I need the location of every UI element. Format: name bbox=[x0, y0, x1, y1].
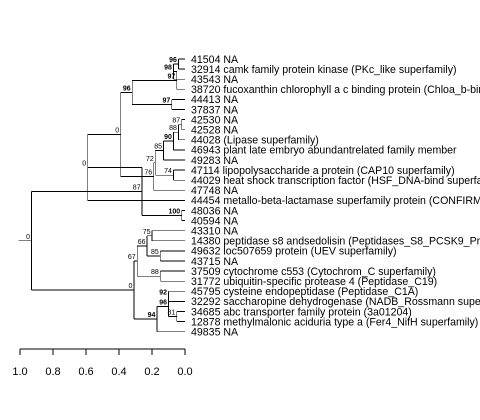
bootstrap-value: 100 bbox=[169, 209, 181, 216]
bootstrap-value: 85 bbox=[151, 249, 159, 256]
bootstrap-value: 96 bbox=[123, 85, 131, 92]
leaf-label: 48036 NA bbox=[191, 205, 239, 217]
axis-tick-label: 0.8 bbox=[45, 366, 60, 378]
bootstrap-value: 88 bbox=[151, 269, 159, 276]
bootstrap-value: 66 bbox=[138, 239, 146, 246]
distance-axis: 1.0 0.8 0.6 0.4 0.2 0.0 bbox=[12, 348, 193, 378]
leaf-label: 44028 (Lipase superfamily) bbox=[191, 135, 319, 147]
bootstrap-value: 0 bbox=[26, 234, 30, 241]
bootstrap-value: 0 bbox=[82, 160, 86, 167]
leaf-label: 44454 metallo-beta-lactamase superfamily… bbox=[191, 195, 480, 207]
leaf-label: 49632 loc507659 protein (UEV superfamily… bbox=[191, 246, 397, 258]
bootstrap-value: 96 bbox=[169, 57, 177, 64]
bootstrap-value: 96 bbox=[159, 299, 167, 306]
leaf-label: 43310 NA bbox=[191, 226, 239, 238]
bootstrap-value: 75 bbox=[143, 229, 151, 236]
leaf-label: 37509 cytochrome c553 (Cytochrom_C super… bbox=[191, 266, 436, 278]
axis-tick-label: 0.6 bbox=[78, 366, 93, 378]
leaf-label: 42530 NA bbox=[191, 114, 239, 126]
bootstrap-value: 85 bbox=[154, 144, 162, 151]
leaf-label: 44029 heat shock transcription factor (H… bbox=[191, 175, 480, 187]
leaf-label: 14380 peptidase s8 andsedolisin (Peptida… bbox=[191, 236, 480, 248]
leaf-label: 45795 cysteine endopeptidase (Peptidase_… bbox=[191, 286, 418, 298]
axis-tick-label: 0.0 bbox=[177, 366, 192, 378]
bootstrap-value: 76 bbox=[144, 170, 152, 177]
leaf-label: 46943 plant late embryo abundantrelated … bbox=[191, 145, 457, 157]
leaf-label: 31772 ubiquitin-specific protease 4 (Pep… bbox=[191, 276, 437, 288]
bootstrap-value: 94 bbox=[148, 312, 156, 319]
leaf-label: 37837 NA bbox=[191, 104, 239, 116]
leaf-label: 32292 saccharopine dehydrogenase (NADB_R… bbox=[191, 296, 480, 308]
axis-tick-label: 0.4 bbox=[111, 366, 126, 378]
leaf-label: 49835 NA bbox=[191, 327, 239, 339]
bootstrap-value: 87 bbox=[172, 118, 180, 125]
leaf-label: 40594 NA bbox=[191, 215, 239, 227]
bootstrap-value: 87 bbox=[133, 185, 141, 192]
leaf-label: 49283 NA bbox=[191, 155, 239, 167]
leaf-label: 44413 NA bbox=[191, 94, 239, 106]
bootstrap-value: 88 bbox=[169, 125, 177, 132]
leaf-label: 43543 NA bbox=[191, 74, 239, 86]
axis-tick-label: 0.2 bbox=[144, 366, 159, 378]
axis-tick-label: 1.0 bbox=[12, 366, 27, 378]
leaf-label: 34685 abc transporter family protein (3a… bbox=[191, 306, 412, 318]
leaf-label: 41504 NA bbox=[191, 54, 239, 66]
leaf-label: 12878 methylmalonic aciduria type a (Fer… bbox=[191, 316, 478, 328]
bootstrap-value: 90 bbox=[164, 134, 172, 141]
bootstrap-value: 98 bbox=[164, 65, 172, 72]
bootstrap-value: 92 bbox=[159, 289, 167, 296]
leaf-label: 38720 fucoxanthin chlorophyll a c bindin… bbox=[191, 84, 480, 96]
bootstrap-value: 74 bbox=[164, 168, 172, 175]
bootstrap-value: 67 bbox=[128, 254, 136, 261]
bootstrap-value: 81 bbox=[167, 310, 175, 317]
leaf-label: 47114 lipopolysaccharide a protein (CAP1… bbox=[191, 165, 455, 177]
leaf-label: 43715 NA bbox=[191, 256, 239, 268]
bootstrap-value: 97 bbox=[167, 73, 175, 80]
leaf-label: 47748 NA bbox=[191, 185, 239, 197]
bootstrap-value: 0 bbox=[115, 128, 119, 135]
bootstrap-value: 72 bbox=[146, 156, 154, 163]
leaf-label: 32914 camk family protein kinase (PKc_li… bbox=[191, 64, 457, 76]
bootstrap-value: 0 bbox=[128, 283, 132, 290]
leaf-label: 42528 NA bbox=[191, 125, 239, 137]
bootstrap-values: 9698979796878890857472760010087758566886… bbox=[26, 57, 180, 319]
bootstrap-value: 97 bbox=[163, 97, 171, 104]
tree-branches bbox=[18, 58, 185, 333]
